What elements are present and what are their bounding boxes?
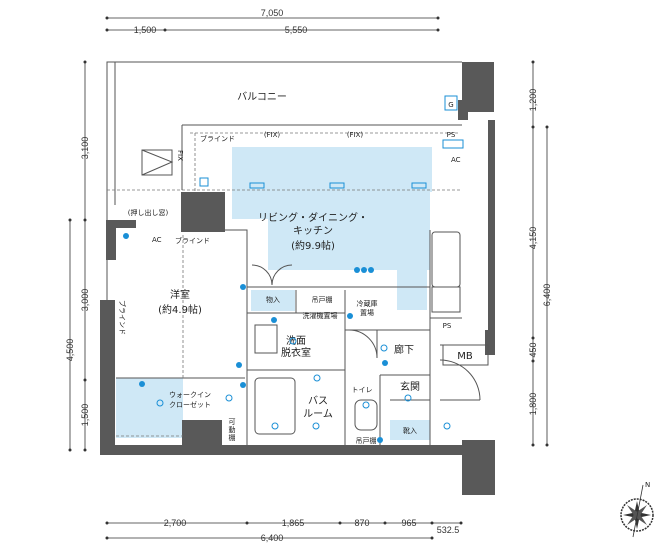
dim-right-small: 450 — [528, 342, 538, 357]
wash-basin — [254, 324, 278, 354]
dimension-lines — [68, 16, 549, 540]
dim-right-top: 1,200 — [528, 89, 538, 112]
dim-bottom-3: 870 — [354, 518, 369, 528]
dim-bottom-5: 532.5 — [437, 525, 460, 535]
washer-space-label: 洗濯機置場 — [303, 311, 338, 320]
balcony-label: バルコニー — [237, 91, 287, 103]
dim-left-bottom: 1,500 — [80, 404, 90, 427]
western-room-label: 洋室 — [170, 288, 190, 301]
dim-top-left: 1,500 — [134, 25, 157, 35]
fridge-label-2: 置場 — [360, 308, 374, 317]
highlight-areas — [116, 147, 432, 440]
bath-label-1: バス — [308, 395, 328, 407]
dim-right-mid: 4,150 — [528, 227, 538, 250]
dim-left-mid: 3,000 — [80, 289, 90, 312]
movable-shelf-2: 動 — [229, 425, 236, 434]
toilet-label: トイレ — [352, 386, 373, 394]
ac-label-1: AC — [152, 236, 162, 244]
ac-label-2: AC — [451, 156, 461, 164]
walls — [100, 62, 495, 495]
compass-north-label: N — [645, 481, 650, 489]
dimension-labels: 7,050 1,500 5,550 3,100 3,000 4,500 1,50… — [65, 8, 552, 543]
toilet-cabinet-label: 吊戸棚 — [356, 436, 377, 445]
dim-right-bottom: 1,800 — [528, 393, 538, 416]
dim-top-right: 5,550 — [285, 25, 308, 35]
ldk-label-2: キッチン — [293, 225, 333, 237]
fix-vertical-label: FIX — [176, 150, 184, 161]
gas-meter-label: G — [448, 101, 453, 109]
push-window-label: (押し出し窓) — [128, 208, 169, 217]
closet-highlight — [116, 378, 183, 438]
blind-top-label: ブラインド — [200, 134, 235, 143]
ldk-highlight-3 — [268, 190, 430, 270]
bathtub — [254, 377, 296, 435]
dim-left-total: 4,500 — [65, 339, 75, 362]
fridge-label-1: 冷蔵庫 — [357, 299, 378, 308]
dim-right-total: 6,400 — [542, 284, 552, 307]
dim-bottom-total: 6,400 — [261, 533, 284, 543]
dim-bottom-2: 1,865 — [282, 518, 305, 528]
movable-shelf-1: 可 — [229, 418, 236, 426]
dim-top-total: 7,050 — [261, 8, 284, 18]
blind-side-label: ブラインド — [118, 300, 127, 335]
storage-label: 物入 — [266, 295, 280, 304]
compass-icon: N — [620, 481, 654, 538]
fix-label-2: (FIX) — [347, 131, 364, 139]
dim-left-top: 3,100 — [80, 137, 90, 160]
movable-shelf-3: 棚 — [229, 433, 236, 442]
dim-bottom-1: 2,700 — [164, 518, 187, 528]
toilet-bowl — [354, 399, 378, 431]
ldk-size: (約9.9帖) — [291, 239, 335, 252]
hanging-cabinet-label: 吊戸棚 — [312, 295, 333, 304]
ps-mid-label: PS — [443, 322, 452, 330]
outdoor-unit-icon — [141, 149, 173, 176]
walkin-label-1: ウォークイン — [169, 391, 211, 399]
fix-label-1: (FIX) — [264, 131, 281, 139]
western-room-size: (約4.9帖) — [158, 303, 202, 316]
shoe-highlight — [390, 420, 430, 440]
ps-top-label: PS — [447, 131, 456, 139]
entrance-label: 玄関 — [400, 380, 420, 393]
fixture-icons — [123, 139, 464, 443]
shoe-storage-label: 靴入 — [403, 426, 417, 435]
ldk-label-1: リビング・ダイニング・ — [258, 211, 368, 224]
walkin-label-2: クローゼット — [169, 400, 211, 409]
blind-mid-label: ブラインド — [175, 236, 210, 245]
ldk-highlight-2 — [232, 147, 432, 192]
gas-meter-icon — [444, 95, 458, 111]
corridor-label: 廊下 — [394, 343, 414, 356]
mb-label: MB — [457, 351, 473, 362]
storage-highlight — [251, 290, 295, 311]
dim-bottom-4: 965 — [401, 518, 416, 528]
bath-label-2: ルーム — [303, 408, 333, 420]
washroom-label-2: 脱衣室 — [281, 346, 311, 359]
